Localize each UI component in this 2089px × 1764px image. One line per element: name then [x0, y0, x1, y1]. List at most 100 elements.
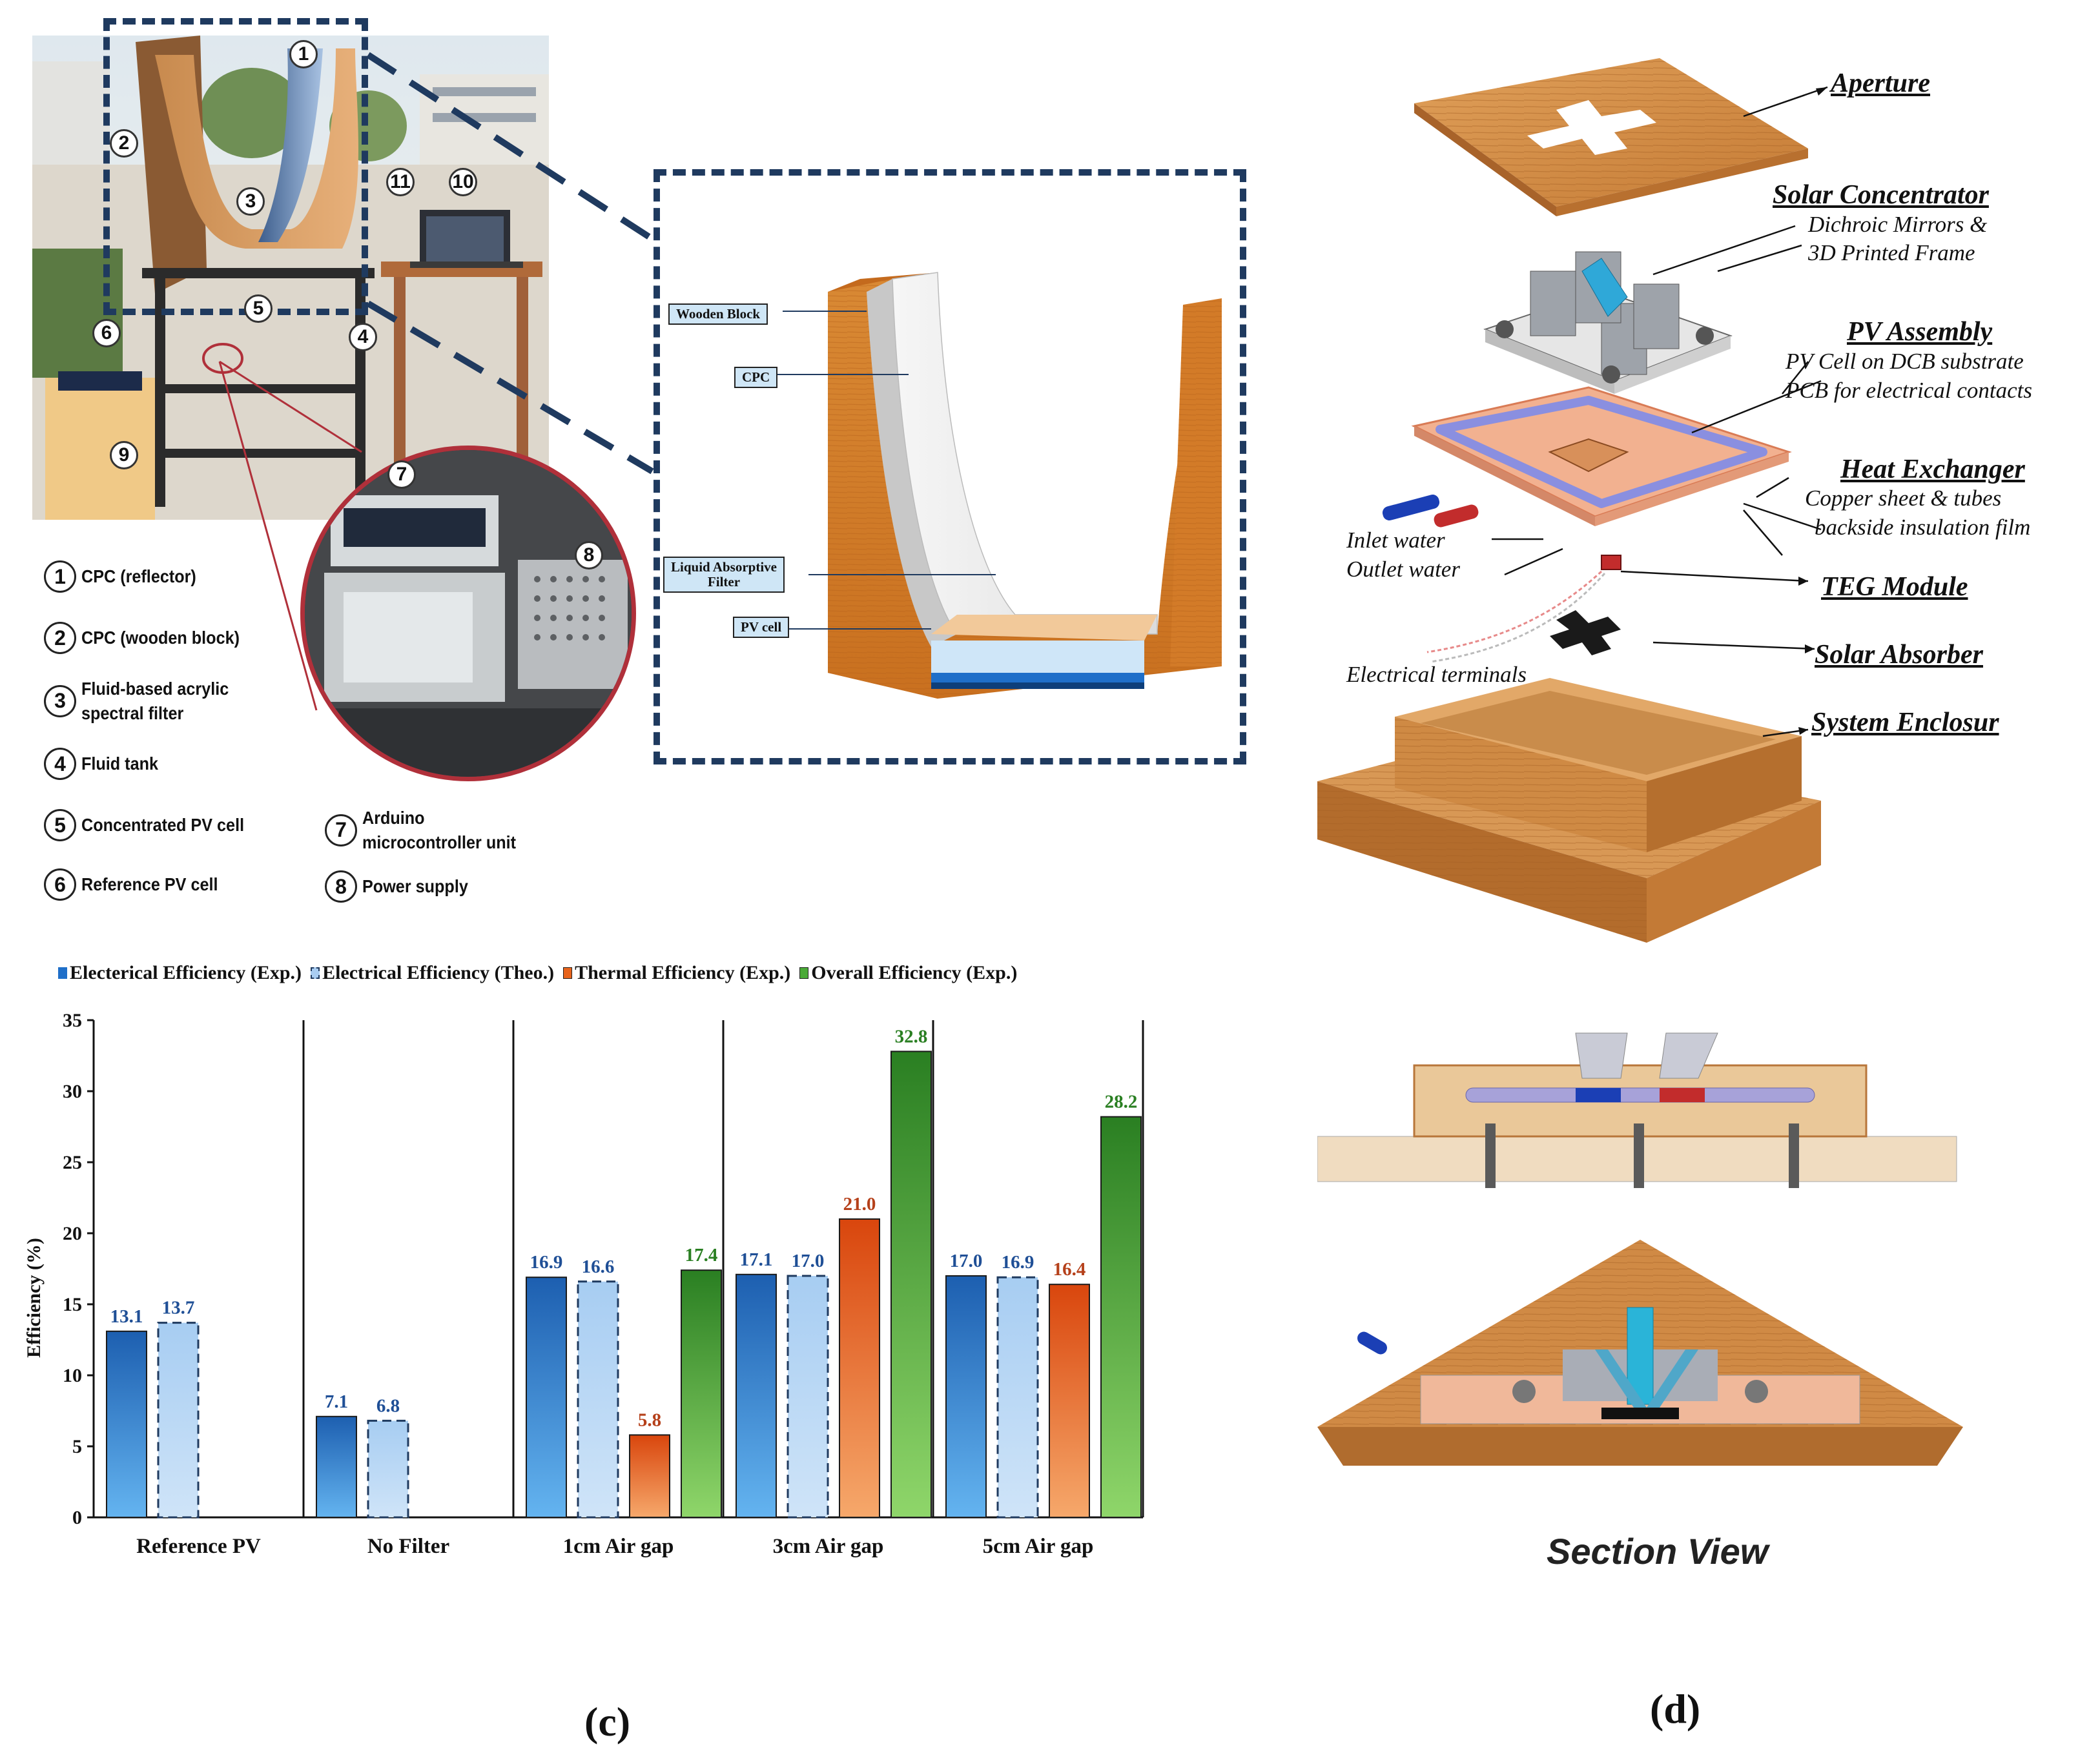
legend-text-theo-elec: Electrical Efficiency (Theo.): [322, 962, 555, 983]
legend-label-2: CPC (wooden block): [81, 628, 240, 648]
label-heat-exchanger: Heat Exchanger: [1840, 455, 2025, 484]
bar-theo-elec: [787, 1275, 829, 1519]
label-section-view: Section View: [1547, 1531, 1769, 1572]
label-inlet-water: Inlet water: [1346, 528, 1445, 553]
callout-10: 10: [449, 168, 477, 196]
legend-item-thermal: Thermal Efficiency (Exp.): [563, 962, 790, 984]
data-label-theo-elec: 13.7: [162, 1298, 195, 1318]
legend-num-1: 1: [44, 560, 76, 593]
photo-legend-item-7: 7 Arduino microcontroller unit: [325, 806, 543, 855]
legend-swatch-exp-elec: [58, 967, 67, 979]
legend-label-6: Reference PV cell: [81, 874, 218, 895]
cpc-label-filter: Liquid Absorptive Filter: [663, 557, 785, 593]
legend-item-exp-elec: Electerical Efficiency (Exp.): [58, 962, 302, 984]
photo-legend-item-4: 4 Fluid tank: [44, 748, 167, 780]
label-he-sub2: backside insulation film: [1815, 515, 2031, 540]
section-view-bottom: [1317, 1240, 1963, 1466]
label-teg-module: TEG Module: [1821, 572, 1968, 602]
legend-label-8: Power supply: [362, 876, 468, 897]
legend-item-overall: Overall Efficiency (Exp.): [799, 962, 1017, 984]
chart-legend: Electerical Efficiency (Exp.) Electrical…: [58, 962, 1017, 984]
cpc-label-filter-line1: Liquid Absorptive: [671, 559, 777, 575]
bar-thermal: [629, 1434, 670, 1519]
system-enclosure: [1317, 678, 1821, 943]
bar-exp-elec: [106, 1330, 147, 1518]
data-label-overall: 32.8: [895, 1026, 928, 1047]
legend-num-2: 2: [44, 622, 76, 654]
legend-swatch-overall: [799, 967, 809, 979]
label-electrical-terminals: Electrical terminals: [1346, 662, 1527, 687]
solar-concentrator: [1483, 251, 1733, 394]
aperture-plate: [1414, 58, 1808, 216]
cpc-schematic: [770, 272, 1222, 699]
label-pv-sub2: PCB for electrical contacts: [1785, 378, 2032, 403]
legend-label-3: Fluid-based acrylic spectral filter: [81, 679, 229, 723]
callout-9: 9: [110, 441, 138, 469]
legend-text-thermal: Thermal Efficiency (Exp.): [575, 962, 791, 983]
legend-num-5: 5: [44, 809, 76, 841]
legend-label-5: Concentrated PV cell: [81, 815, 245, 836]
label-outlet-water: Outlet water: [1346, 557, 1460, 582]
cpc-label-wooden-block: Wooden Block: [668, 303, 768, 325]
callout-4: 4: [349, 323, 377, 351]
x-category-label: 3cm Air gap: [773, 1535, 884, 1558]
callout-11: 11: [386, 168, 415, 196]
label-system-enclosure: System Enclosur: [1811, 708, 1999, 737]
legend-swatch-theo-elec: [311, 967, 320, 979]
legend-text-exp-elec: Electerical Efficiency (Exp.): [70, 962, 302, 983]
bar-theo-elec: [996, 1276, 1039, 1519]
data-label-exp-elec: 16.9: [530, 1252, 563, 1273]
data-label-overall: 28.2: [1105, 1092, 1138, 1113]
callout-7: 7: [387, 460, 416, 489]
legend-num-7: 7: [325, 814, 357, 846]
photo-legend-item-6: 6 Reference PV cell: [44, 868, 233, 901]
cpc-label-pv-cell: PV cell: [733, 617, 790, 639]
cpc-label-filter-line2: Filter: [707, 574, 741, 590]
bar-overall: [890, 1051, 932, 1518]
callout-6: 6: [92, 319, 121, 347]
bar-exp-elec: [736, 1273, 777, 1518]
data-label-exp-elec: 17.1: [740, 1249, 773, 1270]
callout-3: 3: [236, 187, 265, 216]
label-he-sub1: Copper sheet & tubes: [1805, 486, 2002, 511]
y-tick-label: 5: [72, 1436, 82, 1457]
legend-item-theo-elec: Electrical Efficiency (Theo.): [311, 962, 554, 984]
x-category-label: Reference PV: [136, 1535, 261, 1558]
bar-exp-elec: [526, 1277, 567, 1518]
bar-thermal: [1049, 1284, 1090, 1518]
bar-thermal: [839, 1218, 880, 1518]
cpc-label-cpc: CPC: [734, 367, 778, 389]
legend-text-overall: Overall Efficiency (Exp.): [811, 962, 1018, 983]
photo-legend-item-2: 2 CPC (wooden block): [44, 622, 257, 654]
photo-legend-item-8: 8 Power supply: [325, 870, 480, 903]
bar-exp-elec: [945, 1275, 987, 1518]
label-pv-assembly: PV Assembly: [1847, 317, 1993, 347]
legend-num-8: 8: [325, 870, 357, 903]
y-tick-label: 25: [63, 1152, 82, 1173]
zoom-circle: [300, 446, 636, 781]
photo-zoom-frame: [103, 18, 368, 315]
data-label-exp-elec: 17.0: [950, 1251, 983, 1271]
label-dichroic-1: Dichroic Mirrors &: [1808, 212, 1988, 237]
bar-theo-elec: [367, 1419, 409, 1519]
x-category-label: 1cm Air gap: [563, 1535, 674, 1558]
legend-num-6: 6: [44, 868, 76, 901]
data-label-theo-elec: 16.6: [582, 1256, 615, 1277]
legend-num-3: 3: [44, 684, 76, 717]
legend-label-7: Arduino microcontroller unit: [362, 808, 517, 852]
data-label-theo-elec: 16.9: [1002, 1252, 1034, 1273]
heat-exchanger-assembly: [1382, 386, 1792, 528]
chart-bars: [106, 1051, 1142, 1519]
teg-module: [1601, 555, 1621, 570]
data-label-overall: 17.4: [685, 1245, 718, 1266]
label-pv-sub1: PV Cell on DCB substrate: [1785, 349, 2024, 374]
data-label-exp-elec: 13.1: [110, 1306, 143, 1327]
y-tick-label: 35: [63, 1010, 82, 1031]
data-label-theo-elec: 6.8: [376, 1395, 400, 1416]
y-tick-label: 15: [63, 1294, 82, 1315]
legend-num-4: 4: [44, 748, 76, 780]
solar-absorber: [1550, 610, 1621, 655]
